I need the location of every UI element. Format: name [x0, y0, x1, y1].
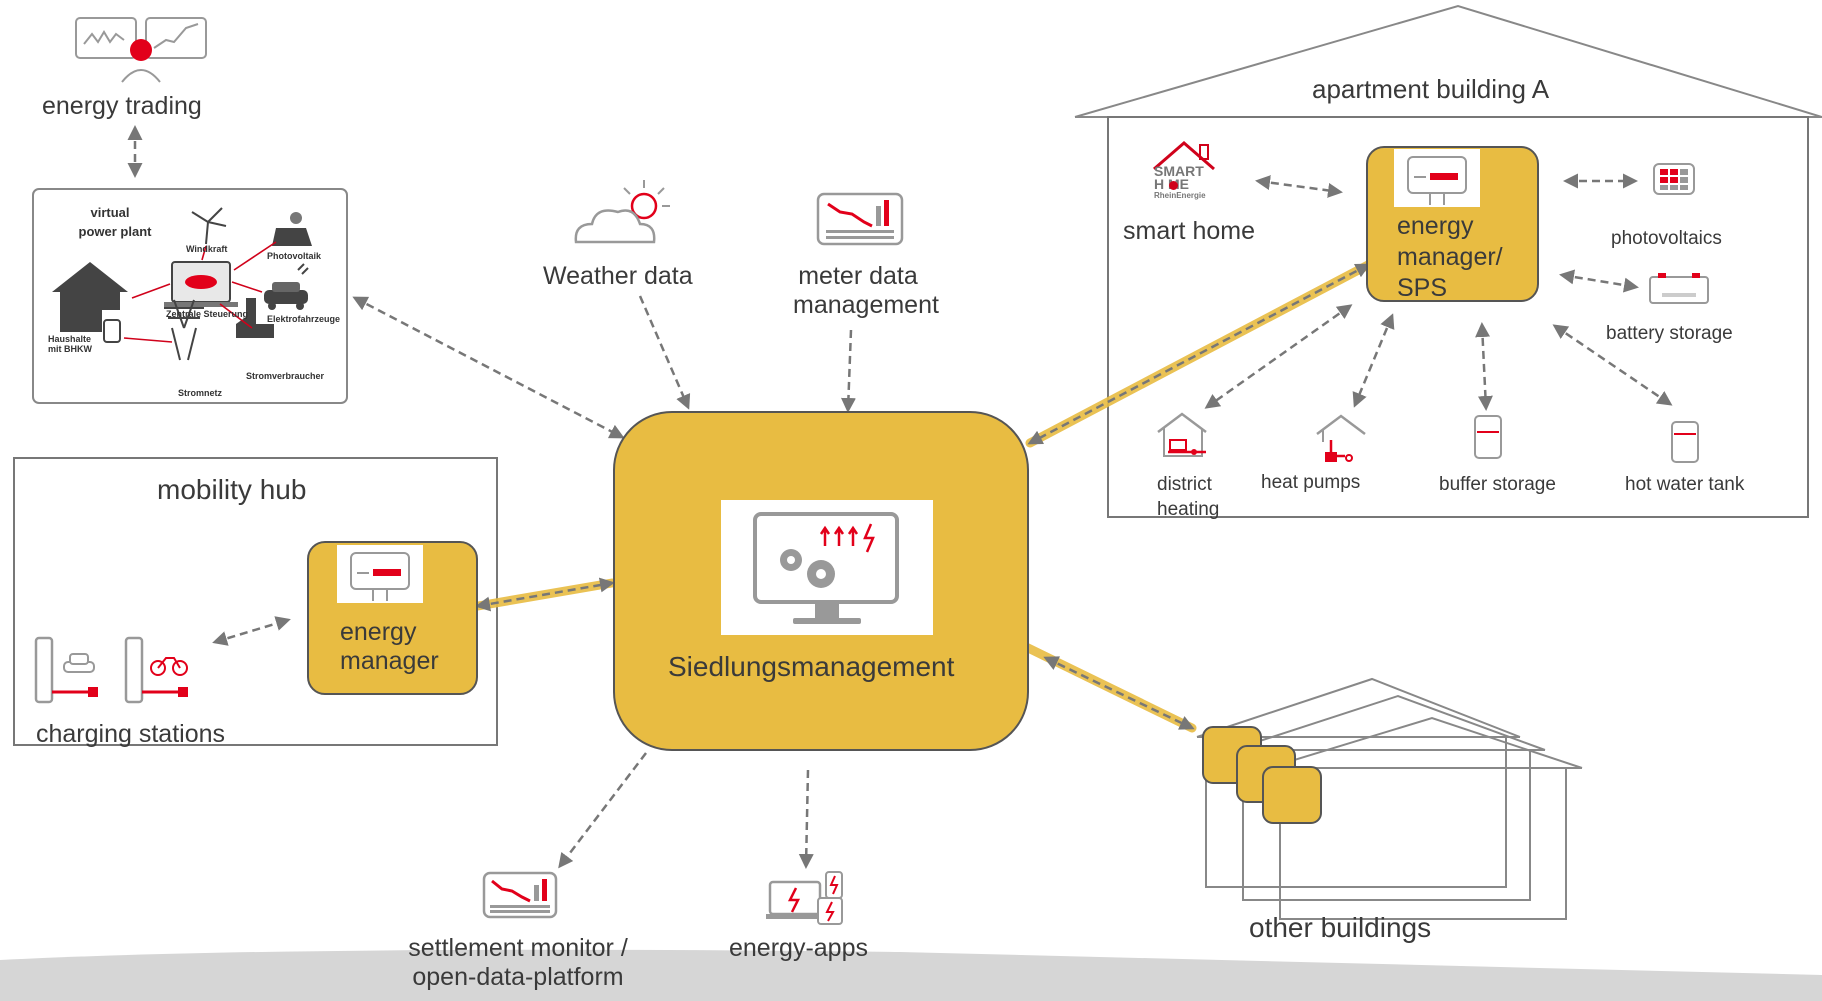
charging-station-car-icon	[34, 636, 104, 711]
energy-trading-icon	[74, 14, 208, 89]
central-monitor-icon	[721, 500, 933, 635]
dashed-arrows	[127, 125, 1673, 869]
vpp-haushalte: Haushalte mit BHKW	[48, 334, 92, 354]
car-icon	[264, 263, 309, 310]
heat-pump-icon	[1315, 414, 1369, 469]
vpp-stromverbraucher: Stromverbraucher	[246, 371, 325, 381]
hot-water-tank-icon	[1670, 420, 1700, 469]
vpp-zentrale: Zentrale Steuerung	[166, 309, 249, 319]
vpp-windkraft: Windkraft	[186, 244, 228, 254]
photovoltaics-label: photovoltaics	[1611, 228, 1722, 249]
energy-apps-icon	[766, 868, 846, 933]
photovoltaics-icon	[1652, 162, 1696, 201]
other-buildings-label: other buildings	[1249, 912, 1432, 943]
settlement-monitor-icon	[482, 871, 558, 926]
smart-home-logo: SMART H ME RheinEnergie	[1150, 137, 1230, 207]
wind-turbine-icon	[191, 207, 227, 245]
battery-label: battery storage	[1606, 323, 1733, 344]
factory-icon	[236, 298, 274, 338]
vpp-title-2: power plant	[78, 224, 152, 239]
apartment-manager-device-icon	[1394, 149, 1480, 207]
settlement-label: settlement monitor / open-data-platform	[408, 934, 628, 991]
vpp-illustration	[40, 200, 340, 405]
vpp-elektro: Elektrofahrzeuge	[267, 314, 341, 324]
meter-label: meter data management	[793, 262, 939, 319]
energy-apps-label: energy-apps	[729, 934, 868, 962]
hot-water-tank-label: hot water tank	[1625, 474, 1745, 495]
district-heating-label: district heating	[1157, 474, 1220, 520]
mobility-energy-manager-box	[307, 541, 478, 695]
mobility-manager-device-icon	[337, 545, 423, 603]
other-buildings-managers	[1202, 726, 1322, 824]
heat-pumps-label: heat pumps	[1261, 472, 1361, 493]
mobility-hub-title: mobility hub	[157, 474, 307, 505]
pv-panel-icon	[272, 212, 312, 246]
charging-station-bike-icon	[124, 636, 194, 711]
weather-icon	[570, 172, 690, 257]
apartment-title: apartment building A	[1312, 74, 1550, 104]
apartment-manager-label: energy manager/ SPS	[1397, 212, 1503, 302]
meter-data-icon	[816, 192, 904, 253]
smart-home-label: smart home	[1123, 217, 1255, 245]
pylon-icon	[164, 299, 204, 361]
buffer-storage-label: buffer storage	[1439, 474, 1556, 495]
vpp-photovoltaik: Photovoltaik	[267, 251, 322, 261]
energy-trading-label: energy trading	[42, 92, 202, 120]
district-heating-icon	[1156, 410, 1212, 465]
mobility-manager-label: energy manager	[340, 618, 439, 675]
buffer-storage-icon	[1473, 414, 1503, 465]
vpp-title: virtual	[90, 205, 130, 220]
battery-icon	[1648, 271, 1712, 312]
other-buildings-houses	[1196, 677, 1583, 920]
central-label: Siedlungsmanagement	[668, 651, 955, 682]
charging-stations-label: charging stations	[36, 720, 226, 748]
footer-band	[0, 949, 1822, 1001]
weather-label: Weather data	[543, 262, 693, 290]
vpp-stromnetz: Stromnetz	[178, 388, 223, 398]
